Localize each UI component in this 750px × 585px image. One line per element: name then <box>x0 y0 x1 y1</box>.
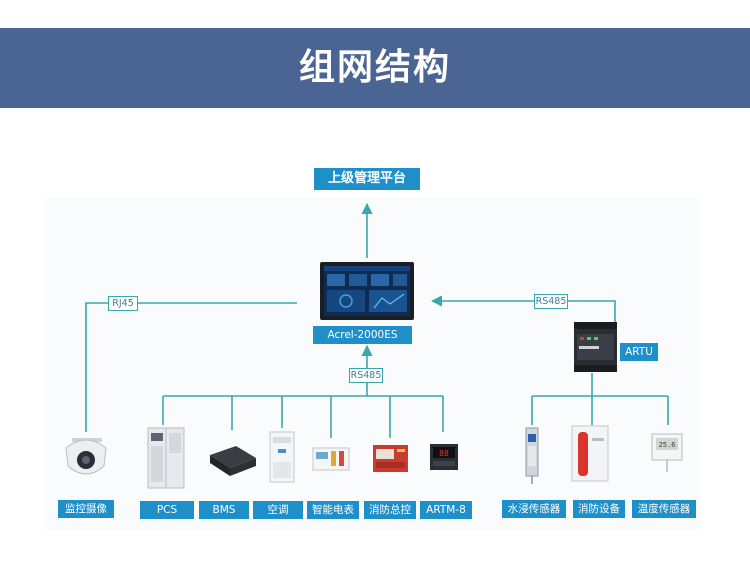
device-label-fire-equipment: 消防设备 <box>573 500 625 518</box>
svg-text:88: 88 <box>439 449 449 458</box>
device-label-temperature-sensor: 温度传感器 <box>632 500 696 518</box>
device-label-air-conditioner: 空调 <box>253 501 303 519</box>
air-conditioner-icon <box>269 431 295 483</box>
gateway-screen-icon <box>320 262 414 320</box>
device-label-camera: 监控摄像 <box>58 500 114 518</box>
temperature-sensor-icon: 25.6 <box>651 433 683 472</box>
device-label-fire-control: 消防总控 <box>364 501 416 519</box>
page-title: 组网结构 <box>298 47 451 88</box>
svg-text:25.6: 25.6 <box>659 441 676 449</box>
water-sensor-icon <box>525 427 539 484</box>
title-banner <box>0 28 750 108</box>
fire-control-panel-icon <box>373 445 408 472</box>
device-label-artm8: ARTM-8 <box>420 501 472 519</box>
platform-label: 上级管理平台 <box>314 168 420 190</box>
device-label-smart-meter: 智能电表 <box>307 501 359 519</box>
device-label-pcs: PCS <box>140 501 194 519</box>
rj45-link-tag: RJ45 <box>108 296 138 311</box>
device-label-bms: BMS <box>199 501 249 519</box>
artu-module-icon <box>574 322 617 372</box>
device-label-water-sensor: 水浸传感器 <box>502 500 566 518</box>
fire-equipment-icon <box>571 425 609 482</box>
artu-label: ARTU <box>620 343 658 361</box>
artu-uplink-line <box>430 295 616 322</box>
gateway-label: Acrel-2000ES <box>313 326 412 344</box>
rs485-bus-link-tag: RS485 <box>349 368 383 383</box>
rj45-line <box>85 302 297 432</box>
artm8-meter-icon: 88 <box>430 444 458 470</box>
pcs-cabinet-icon <box>147 427 185 489</box>
rs485-artu-link-tag: RS485 <box>534 294 568 309</box>
smart-meter-icon <box>312 447 350 471</box>
bms-box-icon <box>210 446 256 476</box>
dome-camera-icon <box>65 438 107 475</box>
